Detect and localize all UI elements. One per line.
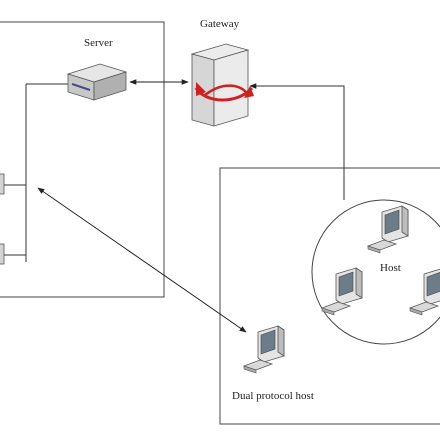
host-network-circle xyxy=(311,199,440,345)
left-device-1 xyxy=(0,173,5,195)
gateway-label: Gateway xyxy=(200,18,240,30)
server-label: Server xyxy=(84,37,113,49)
host-label: Host xyxy=(380,262,401,274)
dual-protocol-arrow xyxy=(37,187,247,333)
gateway-tower-icon xyxy=(190,43,254,127)
left-network-frame xyxy=(0,21,165,298)
server-icon xyxy=(66,63,128,101)
left-device-2 xyxy=(0,243,5,265)
computer-icon xyxy=(243,325,285,374)
gateway-host-link xyxy=(249,83,345,200)
dual-protocol-host-label: Dual protocol host xyxy=(232,390,314,402)
